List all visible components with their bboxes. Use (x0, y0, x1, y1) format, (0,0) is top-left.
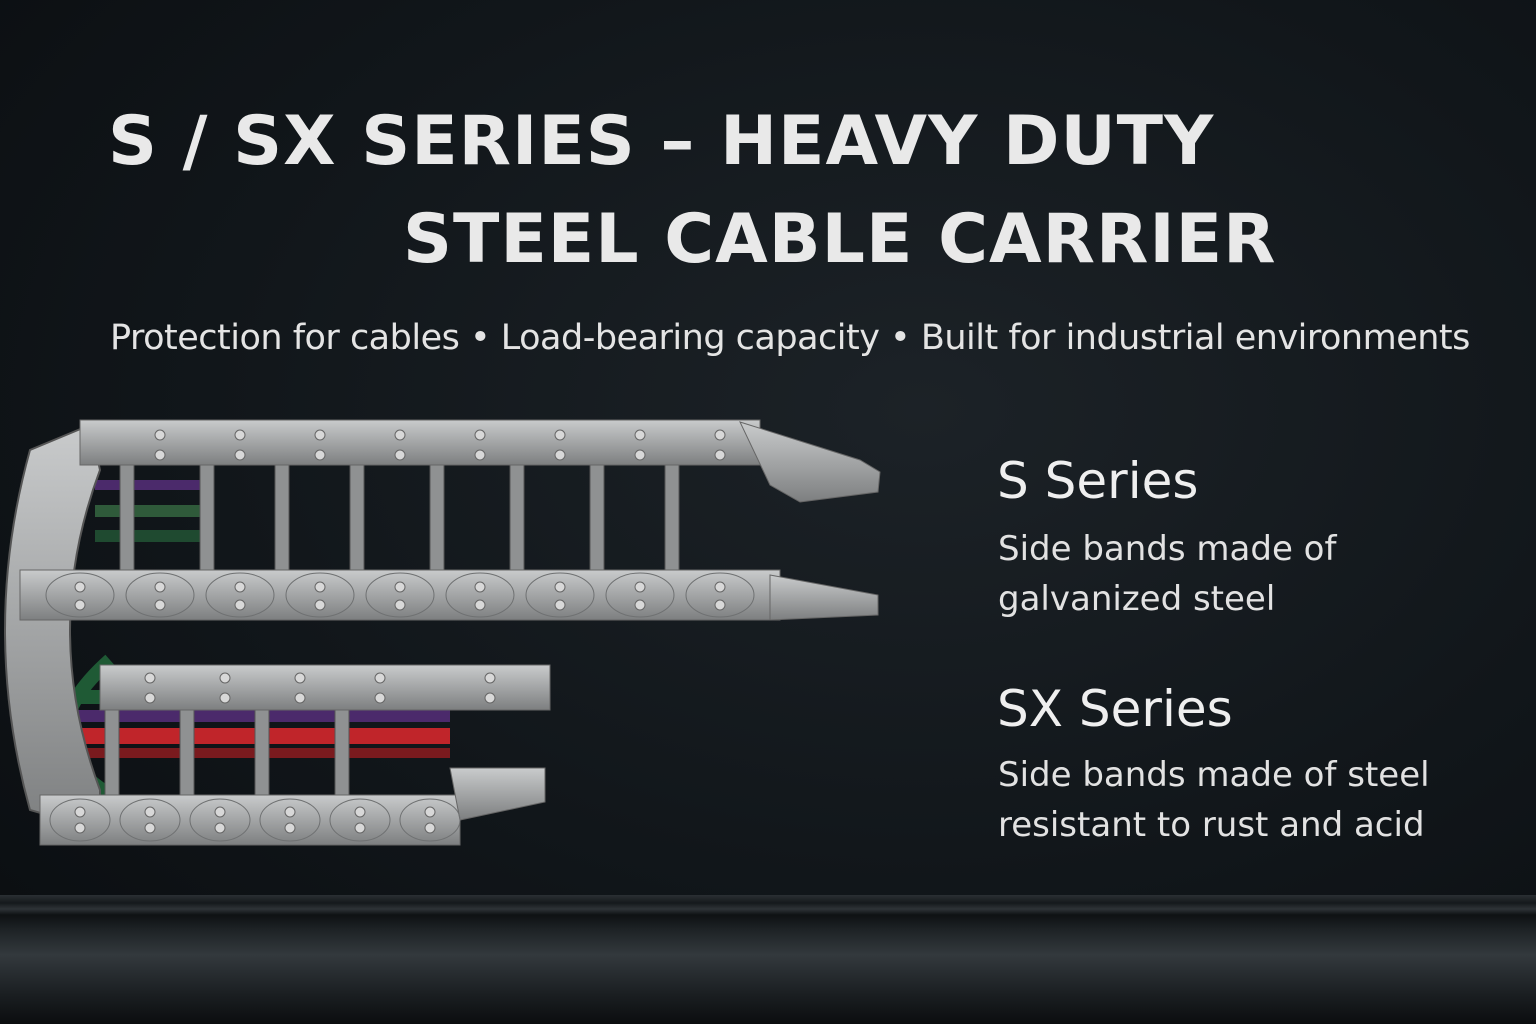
rivet (714, 449, 726, 461)
rivet (394, 449, 406, 461)
rivet (474, 429, 486, 441)
upper-bottom-end-bracket (769, 574, 879, 621)
rivet (634, 599, 646, 611)
rivets (45, 429, 755, 842)
floor-rail (0, 895, 1536, 1024)
rivet (294, 692, 306, 704)
s-series-title: S Series (997, 452, 1199, 510)
chain-bend (4, 423, 102, 832)
link-plate (119, 798, 181, 842)
rivet (714, 581, 726, 593)
rivet (554, 449, 566, 461)
link-plate (445, 572, 515, 618)
rivet (554, 599, 566, 611)
link-plate (605, 572, 675, 618)
rivet (474, 581, 486, 593)
link-plate (45, 572, 115, 618)
rivet (214, 822, 226, 834)
s-series-description: Side bands made of galvanized steel (998, 529, 1337, 619)
rivet (314, 429, 326, 441)
rivet (714, 429, 726, 441)
rivet (154, 599, 166, 611)
upper-bottom-band (19, 569, 781, 621)
sx-series-description: Side bands made of steel resistant to ru… (998, 755, 1430, 845)
rivet (474, 449, 486, 461)
rivet (484, 692, 496, 704)
rivet (424, 806, 436, 818)
link-plate (125, 572, 195, 618)
title-line-1: S / SX SERIES – HEAVY DUTY (108, 102, 1215, 181)
rivet (284, 822, 296, 834)
link-plate (365, 572, 435, 618)
rivet (214, 806, 226, 818)
link-plate (205, 572, 275, 618)
rivet (474, 599, 486, 611)
rivet (394, 429, 406, 441)
rivet (554, 429, 566, 441)
rivet (234, 599, 246, 611)
rivet (314, 449, 326, 461)
link-plate (189, 798, 251, 842)
cable-carrier-image (4, 419, 881, 846)
rivet (374, 692, 386, 704)
rivet (634, 449, 646, 461)
rivet (284, 806, 296, 818)
rivet (74, 599, 86, 611)
rivet (294, 672, 306, 684)
upper-top-end-bracket (739, 421, 881, 503)
rivet (354, 822, 366, 834)
rivet (424, 822, 436, 834)
link-plate (285, 572, 355, 618)
rivet (554, 581, 566, 593)
subtitle: Protection for cables • Load-bearing cap… (110, 318, 1470, 358)
rivet (314, 581, 326, 593)
link-plate (399, 798, 461, 842)
rivet (484, 672, 496, 684)
rivet (154, 581, 166, 593)
rivet (374, 672, 386, 684)
rivet (74, 581, 86, 593)
rivet (634, 581, 646, 593)
rivet (144, 692, 156, 704)
link-plate (525, 572, 595, 618)
lower-bottom-end-bracket (449, 767, 546, 821)
rivet (144, 672, 156, 684)
lower-top-band (99, 664, 551, 711)
rivet (234, 429, 246, 441)
rivet (354, 806, 366, 818)
rivet (74, 822, 86, 834)
rivet (219, 692, 231, 704)
link-plate (49, 798, 111, 842)
rivet (634, 429, 646, 441)
rivet (144, 822, 156, 834)
rivet (394, 599, 406, 611)
rivet (154, 449, 166, 461)
rivet (714, 599, 726, 611)
rivet (74, 806, 86, 818)
rivet (154, 429, 166, 441)
rivet (219, 672, 231, 684)
rivet (234, 581, 246, 593)
title-line-2: STEEL CABLE CARRIER (403, 200, 1277, 279)
sx-series-title: SX Series (997, 680, 1233, 738)
upper-top-band (79, 419, 761, 466)
link-plate (329, 798, 391, 842)
rivet (144, 806, 156, 818)
rivet (394, 581, 406, 593)
link-plate (259, 798, 321, 842)
rivet (314, 599, 326, 611)
rivet (234, 449, 246, 461)
link-plate (685, 572, 755, 618)
